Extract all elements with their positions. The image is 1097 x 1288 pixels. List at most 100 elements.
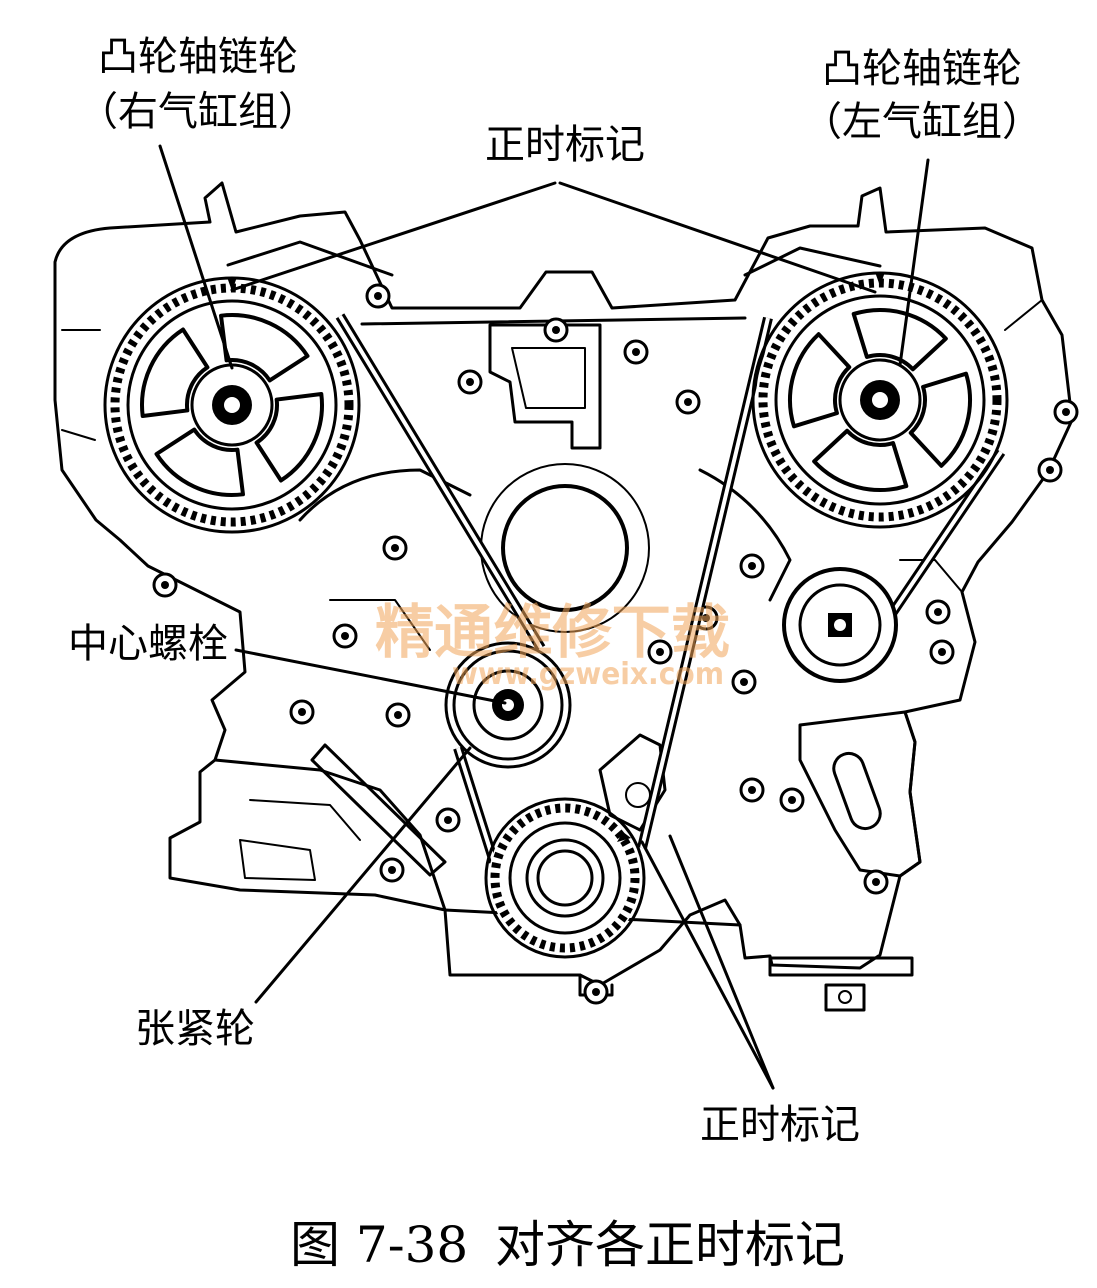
bolt	[623, 339, 649, 365]
sprocket-window	[788, 332, 852, 429]
cam-cover-rib-left-bank	[743, 246, 882, 277]
housing-web-right	[698, 468, 792, 602]
bolt	[152, 572, 178, 598]
labels: 凸轮轴链轮 （右气缸组） 凸轮轴链轮 （左气缸组） 正时标记 中心螺栓 张紧轮 …	[68, 34, 1042, 1148]
bolt-center	[934, 608, 942, 616]
bolt	[929, 639, 955, 665]
caption-title: 对齐各正时标记	[495, 1216, 845, 1274]
right-upper-rib	[1004, 299, 1043, 331]
auto-tensioner-pin	[625, 782, 651, 808]
bolt-center	[702, 614, 710, 622]
timing-belt-inner	[338, 314, 1003, 863]
leader-lines	[158, 144, 930, 1090]
crank-bore	[536, 849, 594, 907]
sprocket-window	[254, 392, 324, 483]
lower-left-rib	[213, 758, 447, 912]
bolt	[739, 553, 765, 579]
leader-timing-mark-top-left	[230, 181, 557, 292]
bolt	[457, 369, 483, 395]
tensioner-bracket	[798, 710, 922, 878]
leader-camshaft-left-bank	[898, 158, 930, 367]
tensioner-pulley	[444, 641, 572, 769]
sprocket-window	[154, 427, 245, 497]
bolt	[1053, 399, 1079, 425]
bolt-center	[1062, 408, 1070, 416]
tensioner-bracket-slot	[832, 751, 882, 831]
watermark: 精通维修下载 www.gzweix.com	[375, 598, 730, 692]
bolt	[382, 535, 408, 561]
label-camshaft-sprocket-right-bank: 凸轮轴链轮	[98, 34, 298, 80]
crank-flange	[525, 838, 605, 918]
figure-caption: 图 7-38 对齐各正时标记	[290, 1216, 845, 1274]
label-timing-marks-top: 正时标记	[485, 122, 645, 168]
idler-bolt-hole	[834, 619, 846, 631]
bolt-center	[394, 711, 402, 719]
housing-web-left-lower	[329, 599, 431, 651]
bolt-center	[740, 678, 748, 686]
sprocket-window	[908, 371, 972, 468]
leader-camshaft-right-bank	[158, 144, 234, 370]
bolt	[1037, 457, 1063, 483]
bolt-center	[1046, 466, 1054, 474]
caption-figure-number: 图 7-38	[290, 1216, 468, 1274]
housing-web-left	[298, 468, 472, 522]
watermark-text: 精通维修下载	[375, 598, 730, 666]
bolt	[289, 699, 315, 725]
sprocket-window	[219, 313, 310, 383]
lower-left-rib-inner	[249, 799, 361, 841]
leader-tensioner	[254, 746, 472, 1004]
bolt-center	[656, 648, 664, 656]
bolt	[647, 639, 673, 665]
center-block	[488, 323, 602, 450]
water-pump-pulley	[501, 484, 629, 612]
idler-pulley	[782, 567, 898, 683]
lower-left-boss	[239, 839, 316, 881]
bolt	[779, 787, 805, 813]
bolt-center	[391, 544, 399, 552]
crankshaft-sprocket	[484, 797, 646, 959]
bolt-center	[632, 348, 640, 356]
right-base-bolt-hole	[838, 990, 852, 1004]
bolt-center	[872, 878, 880, 886]
sprocket-bolt-hole	[872, 392, 888, 408]
center-block-inner	[511, 347, 586, 409]
right-side-rib	[899, 559, 963, 593]
sprocket-window	[851, 308, 948, 372]
timing-mark-notch	[875, 272, 885, 286]
bolt-center	[466, 378, 474, 386]
crank-teeth	[490, 803, 640, 953]
right-base-plate	[768, 956, 914, 977]
bolt-center	[684, 398, 692, 406]
bolt-center	[341, 632, 349, 640]
bolt	[925, 599, 951, 625]
crank-belt-wrap	[484, 797, 646, 959]
center-bolt-hole	[502, 699, 514, 711]
bolt-center	[298, 708, 306, 716]
bolt	[435, 807, 461, 833]
label-timing-marks-bottom: 正时标记	[700, 1102, 860, 1148]
bolt-center	[374, 292, 382, 300]
bolt-center	[788, 796, 796, 804]
timing-mark-notch	[227, 277, 237, 291]
sprocket-rim	[126, 299, 338, 511]
tensioner-hub	[472, 669, 544, 741]
bolt-center	[938, 648, 946, 656]
bolt-center	[592, 988, 600, 996]
leader-timing-mark-top-right	[558, 181, 877, 294]
bolt	[739, 777, 765, 803]
crank-rim	[508, 821, 622, 935]
right-base-bolt-block	[824, 983, 866, 1012]
bolt-center	[748, 786, 756, 794]
idler-inner	[798, 583, 882, 667]
bolt	[675, 389, 701, 415]
bolt	[379, 857, 405, 883]
cam-cover-rib-right-bank	[226, 240, 394, 277]
leader-timing-mark-bottom-1	[640, 840, 775, 1090]
bolts	[152, 283, 1079, 1005]
watermark-url: www.gzweix.com	[452, 657, 724, 692]
bolt-center	[388, 866, 396, 874]
crank-backing	[489, 802, 641, 954]
camshaft-sprocket-left-bank	[751, 271, 1009, 529]
bolt	[543, 317, 569, 343]
